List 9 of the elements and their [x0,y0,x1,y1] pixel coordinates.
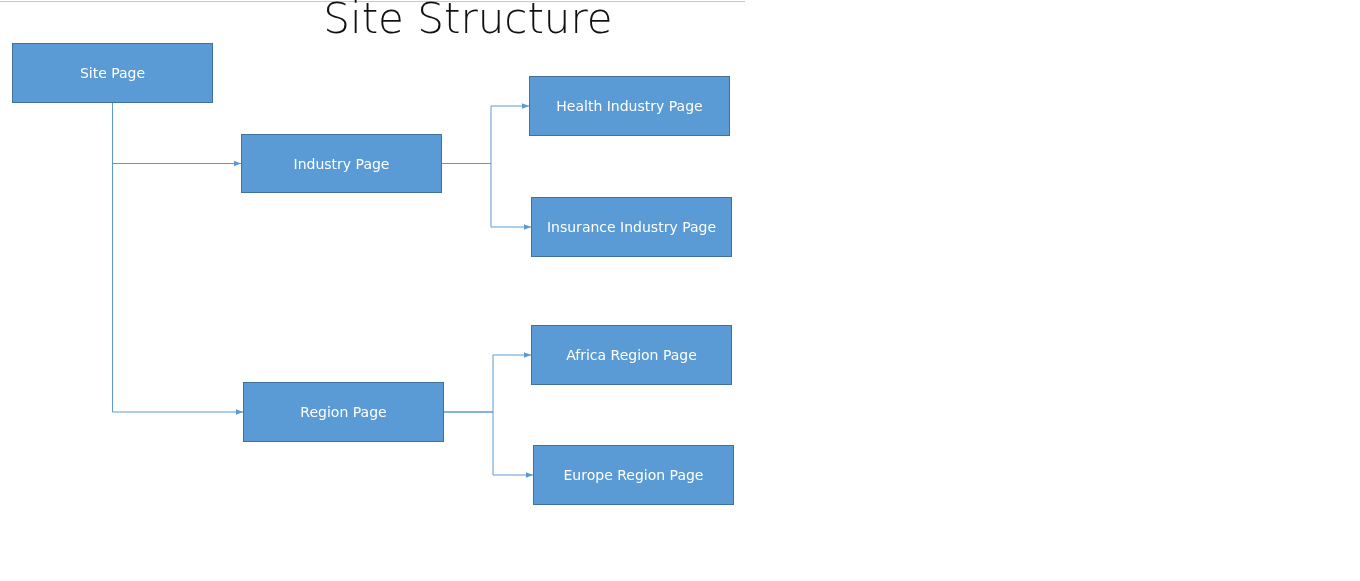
connector-arrow [443,411,534,478]
page-box: Industry Page [241,134,442,193]
page-box: Site Page [12,43,213,103]
diagram-title: Site Structure [322,0,614,44]
page-box: Europe Region Page [533,445,734,505]
page-box: Insurance Industry Page [531,197,732,257]
page-box: Health Industry Page [529,76,730,136]
page-box: Region Page [243,382,444,442]
page-box: Africa Region Page [531,325,732,385]
